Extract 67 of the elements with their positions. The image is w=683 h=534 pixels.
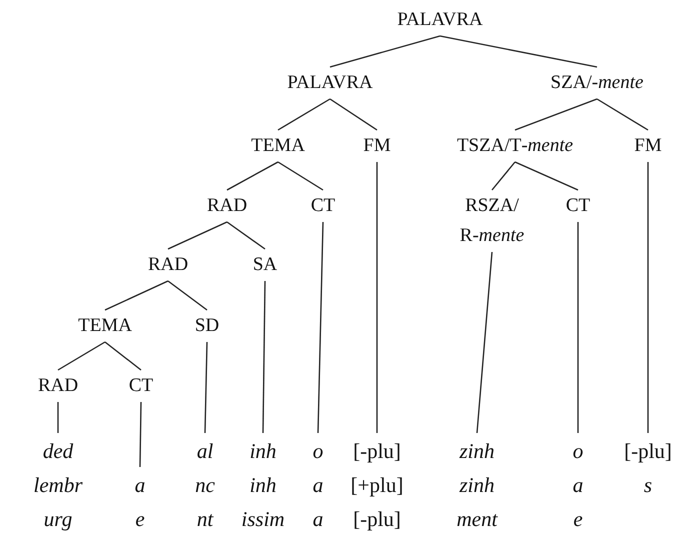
tree-branch-line (376, 162, 378, 433)
morpheme-text: o (312, 438, 324, 465)
tree-node-label: SA (252, 250, 278, 280)
tree-node-label: FM (363, 131, 391, 161)
tree-branch-line (168, 221, 228, 250)
tree-node-label: CT (310, 191, 336, 221)
tree-branch-line (204, 342, 208, 434)
morpheme-text: nc (195, 472, 215, 499)
tree-branch-line (440, 35, 598, 68)
tree-branch-line (278, 98, 330, 131)
tree-branch-line (226, 221, 266, 250)
tree-branch-line (58, 341, 106, 371)
tree-branch-line (330, 98, 378, 131)
morpheme-text: inh (250, 438, 276, 465)
tree-branch-line (514, 161, 578, 191)
tree-node-label: TEMA (251, 131, 305, 161)
tree-branch-line (577, 222, 579, 433)
tree-branch-line (226, 161, 278, 191)
tree-branch-line (168, 280, 208, 311)
morpheme-text: [-plu] (353, 438, 401, 465)
morpheme-text: e (135, 506, 145, 533)
tree-branch-line (57, 402, 59, 433)
tree-node-label: RSZA/ R-mente (444, 191, 540, 251)
morpheme-text: al (196, 438, 214, 465)
tree-branch-line (330, 35, 440, 68)
tree-branch-line (262, 281, 266, 433)
tree-node-label: SZA/-mente (550, 68, 644, 98)
morpheme-text: a (572, 472, 584, 499)
morpheme-text: a (312, 506, 324, 533)
tree-branch-line (139, 402, 142, 468)
morpheme-text: ment (456, 506, 498, 533)
tree-node-label: PALAVRA (287, 68, 373, 98)
morpheme-text: s (644, 472, 652, 499)
morpheme-text: issim (241, 506, 285, 533)
tree-node-label: CT (128, 371, 154, 401)
tree-branch-line (317, 222, 324, 434)
morpheme-text: zinh (460, 472, 494, 499)
tree-branch-line (104, 341, 142, 371)
tree-node-label: RAD (148, 250, 188, 280)
morpheme-text: urg (44, 506, 72, 533)
tree-branch-line (278, 161, 324, 191)
morpheme-text: zinh (460, 438, 494, 465)
morpheme-text: [-plu] (353, 506, 401, 533)
tree-node-label: PALAVRA (397, 5, 483, 35)
tree-branch-line (596, 98, 648, 131)
morpheme-text: [+plu] (350, 472, 404, 499)
morpheme-text: lembr (34, 472, 82, 499)
tree-branch-line (514, 98, 598, 131)
morpheme-text: e (573, 506, 583, 533)
morpheme-text: inh (250, 472, 276, 499)
tree-node-label: TSZA/T-mente (456, 131, 574, 161)
morpheme-text: a (312, 472, 324, 499)
tree-node-label: RAD (206, 191, 248, 221)
tree-node-label: TEMA (78, 311, 132, 341)
morpheme-text: [-plu] (624, 438, 672, 465)
tree-node-label: RAD (38, 371, 78, 401)
tree-branch-line (104, 280, 168, 311)
tree-branch-line (476, 252, 493, 434)
tree-node-label: FM (634, 131, 662, 161)
tree-node-label: CT (566, 191, 590, 221)
morpheme-text: nt (196, 506, 214, 533)
tree-node-label: SD (194, 311, 220, 341)
morpheme-text: a (134, 472, 146, 499)
tree-branch-line (647, 162, 649, 433)
tree-branch-line (492, 162, 516, 190)
morpheme-text: ded (42, 438, 74, 465)
morpheme-text: o (572, 438, 584, 465)
